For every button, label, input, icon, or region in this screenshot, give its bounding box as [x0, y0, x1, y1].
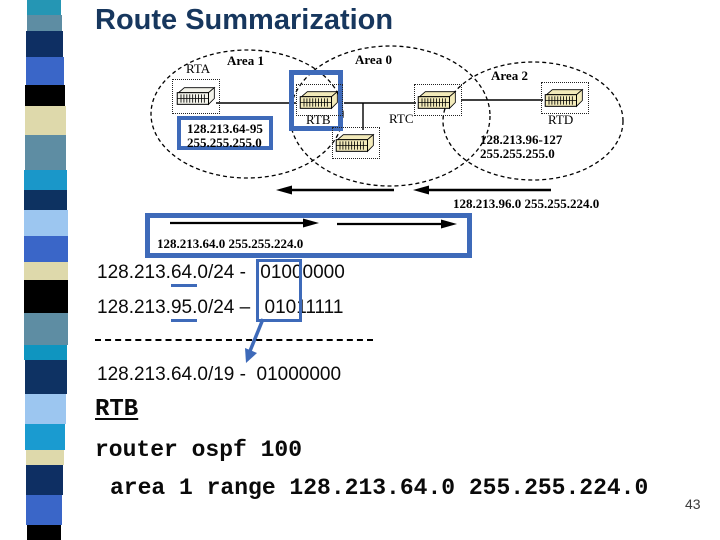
sidebar-color-block [24, 190, 68, 210]
dashed-divider [95, 339, 373, 341]
sidebar-color-block [26, 15, 62, 31]
sidebar-color-block [26, 0, 62, 15]
arrow-right-1 [170, 218, 319, 228]
sidebar-color-block [24, 280, 68, 313]
area2-ellipse [442, 61, 624, 181]
rtd-label: RTD [548, 112, 574, 127]
binary-line-2: 128.213.95.0/24 – 01011111 [97, 297, 344, 322]
area0-label: Area 0 [355, 52, 392, 67]
area2-ip-line2: 255.255.255.0 [480, 146, 555, 161]
page-number: 43 [685, 496, 701, 512]
binary-line2-prefix: 128.213. [97, 297, 171, 318]
binary-line2-rest: 0/24 – [197, 297, 256, 318]
summary-box-label: 128.213.64.0 255.255.224.0 [157, 236, 304, 251]
sidebar-ribbon [22, 0, 72, 540]
sidebar-color-block [24, 135, 67, 170]
config-line-area-range: area 1 range 128.213.64.0 255.255.224.0 [110, 475, 649, 501]
sidebar-color-block [25, 106, 66, 135]
binary-line1-rest: 0/24 - [197, 262, 252, 283]
sidebar-color-block [24, 313, 68, 345]
rtb-label: RTB [306, 112, 331, 127]
area1-ip-line2: 255.255.255.0 [187, 135, 262, 150]
arrow-left-area2 [413, 185, 551, 195]
rta-label: RTA [186, 61, 211, 76]
sidebar-color-block [26, 525, 62, 540]
summary-right-label: 128.213.96.0 255.255.224.0 [453, 196, 600, 211]
binary-line2-bits: 01011111 [264, 297, 344, 318]
rta-dotted-box [172, 79, 220, 114]
area2-label: Area 2 [491, 68, 528, 83]
sidebar-color-block [25, 450, 65, 465]
config-heading: RTB [95, 396, 139, 423]
binary-line2-octet: 95. [170, 297, 198, 322]
common-bits-callout-box [256, 259, 302, 322]
sidebar-color-block [24, 170, 68, 190]
area1-ip-box: 128.213.64-95 255.255.255.0 [177, 116, 273, 150]
rtb-highlight-frame [289, 70, 343, 131]
config-line-router-ospf: router ospf 100 [95, 437, 303, 463]
sidebar-color-block [26, 31, 63, 57]
sidebar-color-block [24, 345, 68, 360]
backbone-router-dotted-box [332, 127, 380, 159]
arrow-right-2 [337, 219, 457, 229]
rtb-dotted-box [296, 84, 343, 116]
page-title: Route Summarization [95, 4, 394, 36]
rtc-dotted-box [414, 84, 462, 116]
sidebar-color-block [24, 210, 68, 236]
sidebar-color-block [25, 424, 65, 450]
sidebar-color-block [25, 57, 64, 85]
area1-label: Area 1 [227, 53, 264, 68]
binary-line1-octet: 64. [170, 262, 198, 287]
sidebar-color-block [25, 85, 65, 106]
binary-line-1: 128.213.64.0/24 - 01000000 [97, 262, 345, 287]
area1-ip-line1: 128.213.64-95 [187, 121, 263, 136]
arrow-left-area0 [276, 185, 394, 195]
sidebar-color-block [24, 394, 66, 424]
sidebar-color-block [26, 495, 63, 525]
rtc-label: RTC [389, 111, 414, 126]
sidebar-color-block [24, 262, 68, 280]
callout-arrow-icon [245, 318, 265, 363]
rtd-dotted-box [541, 82, 589, 114]
binary-result-line: 128.213.64.0/19 - 01000000 [97, 364, 342, 385]
network-diagram [150, 45, 624, 229]
area1-ellipse [150, 49, 344, 179]
area2-ip-line1: 128.213.96-127 [480, 132, 563, 147]
sidebar-color-block [24, 236, 68, 262]
sidebar-color-block [24, 360, 67, 394]
binary-line1-bits: 01000000 [260, 262, 345, 283]
area2-ip-text: 128.213.96-127 255.255.255.0 [480, 133, 562, 161]
summary-box: 128.213.64.0 255.255.224.0 [145, 213, 472, 258]
binary-line1-prefix: 128.213. [97, 262, 171, 283]
sidebar-color-block [25, 465, 64, 495]
